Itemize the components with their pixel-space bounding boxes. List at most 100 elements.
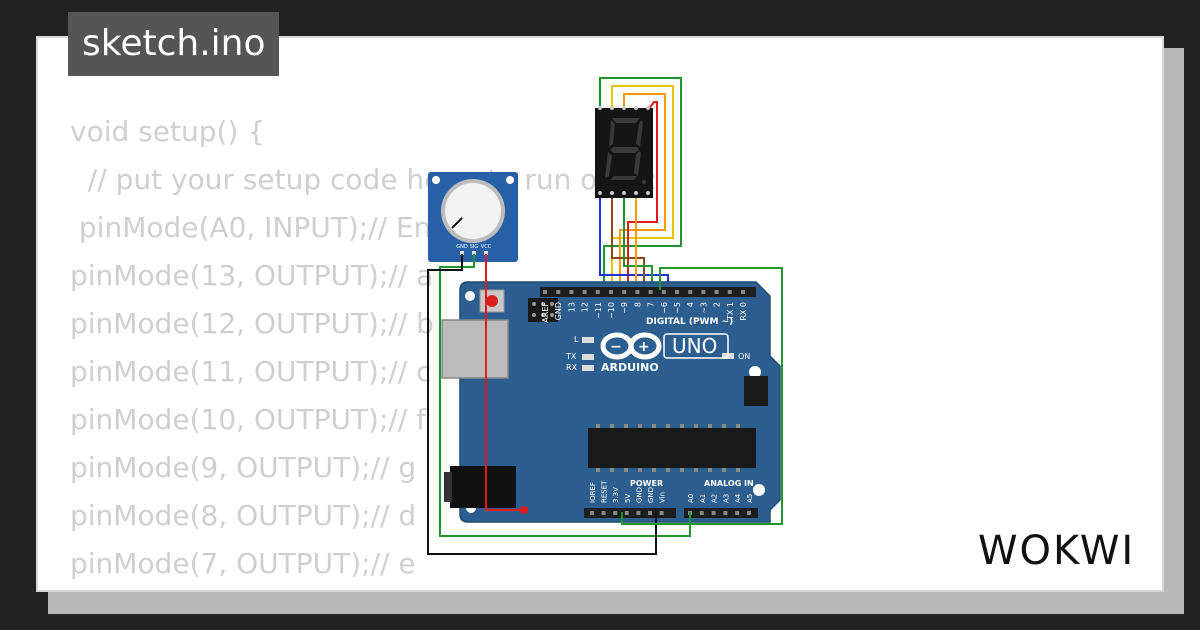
analog-pin-label: A1	[699, 494, 707, 503]
wire-red-display	[627, 101, 658, 290]
digital-pin-label: 13	[567, 302, 576, 312]
digital-pin-label: ~10	[607, 302, 616, 319]
pot-pin[interactable]	[484, 251, 488, 255]
digital-pin[interactable]	[582, 290, 587, 294]
led-label: L	[574, 335, 579, 344]
digital-header-label: DIGITAL (PWM ~)	[646, 317, 733, 327]
digital-pin[interactable]	[701, 290, 706, 294]
seven-segment-display	[595, 106, 653, 198]
analog-pin[interactable]	[747, 511, 751, 515]
power-pin-label: 3.3V	[612, 487, 620, 503]
power-pin[interactable]	[624, 511, 629, 515]
svg-text:+: +	[638, 339, 650, 355]
code-line: pinMode(13, OUTPUT);// a	[70, 259, 434, 292]
code-line: void setup() {	[70, 115, 266, 148]
led-label: ON	[738, 352, 750, 361]
analog-header-label: ANALOG IN	[704, 479, 754, 488]
wire-black-pot	[427, 254, 657, 555]
digital-pin-label: ~6	[660, 302, 669, 314]
code-line: pinMode(9, OUTPUT);// g	[70, 451, 417, 484]
digital-pin[interactable]	[714, 290, 719, 294]
digital-pin[interactable]	[727, 290, 732, 294]
power-pin[interactable]	[613, 511, 618, 515]
digital-pin[interactable]	[569, 290, 574, 294]
digital-pin-label: 4	[686, 302, 695, 307]
analog-pin[interactable]	[723, 511, 728, 515]
analog-pin-label: A3	[722, 494, 730, 503]
digital-pin[interactable]	[609, 290, 613, 294]
code-line: pinMode(10, OUTPUT);// f	[70, 403, 427, 436]
power-pin[interactable]	[659, 511, 664, 515]
led-labels: L TX RX ON	[565, 335, 750, 372]
wire-green-display	[599, 77, 682, 290]
digital-pin-label: ~5	[673, 302, 682, 314]
power-pin-label: IOREF	[589, 482, 597, 503]
digital-pin-label: ~3	[699, 302, 708, 314]
pot-pin-label: GND	[456, 244, 468, 250]
power-pin[interactable]	[648, 511, 652, 515]
analog-pin[interactable]	[735, 511, 740, 515]
wire-green-gnd	[621, 267, 783, 525]
svg-text:−: −	[610, 339, 622, 355]
analog-pin-label: A2	[711, 494, 719, 503]
digital-pin[interactable]	[595, 290, 600, 294]
digital-pin[interactable]	[741, 290, 745, 294]
digital-pin[interactable]	[648, 290, 653, 294]
digital-pin-label: RX 0	[739, 302, 748, 321]
led-label: RX	[566, 363, 578, 372]
code-line: pinMode(7, OUTPUT);// e	[70, 547, 416, 580]
pot-pin[interactable]	[472, 251, 476, 255]
wire-orange-display	[619, 93, 666, 290]
digital-pin-label: 2	[713, 302, 722, 307]
power-pin[interactable]	[636, 511, 641, 515]
arduino-logo	[600, 332, 662, 360]
pot-pin-label: SIG	[470, 244, 479, 250]
digital-pin-label: GND	[554, 302, 563, 320]
power-header-label: POWER	[630, 479, 663, 488]
file-name-tab[interactable]: sketch.ino	[68, 12, 280, 76]
digital-pin[interactable]	[622, 290, 627, 294]
power-pin-label: GND	[635, 487, 643, 503]
pot-pin-label: VCC	[481, 244, 492, 250]
power-pin-label: Vin	[659, 492, 667, 503]
power-pin-label: GND	[647, 487, 655, 503]
power-pin-label: RESET	[601, 480, 609, 503]
digital-pin-label: 8	[633, 302, 642, 307]
board-brand-label: ARDUINO	[601, 361, 659, 374]
digital-pin-label: ~9	[620, 302, 629, 314]
digital-pin[interactable]	[556, 290, 561, 294]
code-line: pinMode(12, OUTPUT);// b	[70, 307, 434, 340]
digital-pin[interactable]	[543, 290, 547, 294]
digital-pin[interactable]	[675, 290, 679, 294]
pot-pin[interactable]	[460, 251, 464, 255]
analog-pin[interactable]	[711, 511, 716, 515]
analog-pin-label: A0	[687, 494, 695, 503]
digital-pin-label: 7	[647, 302, 656, 307]
wire-red-pot	[485, 254, 524, 511]
wire-green-pot	[439, 254, 691, 537]
analog-pin-label: A4	[734, 493, 742, 503]
power-pin[interactable]	[601, 511, 606, 515]
svg-text:WOKWI: WOKWI	[978, 528, 1135, 574]
digital-pin[interactable]	[688, 290, 693, 294]
analog-pin[interactable]	[699, 511, 704, 515]
digital-pin-label: TX 1	[726, 302, 735, 321]
wire-brown-display	[611, 193, 645, 290]
digital-pin-label: AREF	[541, 302, 550, 323]
digital-pin-label: 12	[581, 302, 590, 312]
digital-pin[interactable]	[661, 290, 666, 294]
wire-green-display-2	[623, 193, 653, 290]
analog-pin-label: A5	[746, 494, 754, 503]
digital-pin[interactable]	[635, 290, 640, 294]
digital-pin-label: ~11	[594, 302, 603, 319]
power-pin[interactable]	[590, 511, 594, 515]
code-line: pinMode(8, OUTPUT);// d	[70, 499, 417, 532]
board-model-label: UNO	[672, 334, 717, 358]
power-pin-label: 5V	[624, 494, 632, 503]
arduino-uno-board: − + UNO ARDUINO DIGITAL (PWM ~) POWER AN…	[441, 281, 781, 523]
led-label: TX	[565, 352, 577, 361]
